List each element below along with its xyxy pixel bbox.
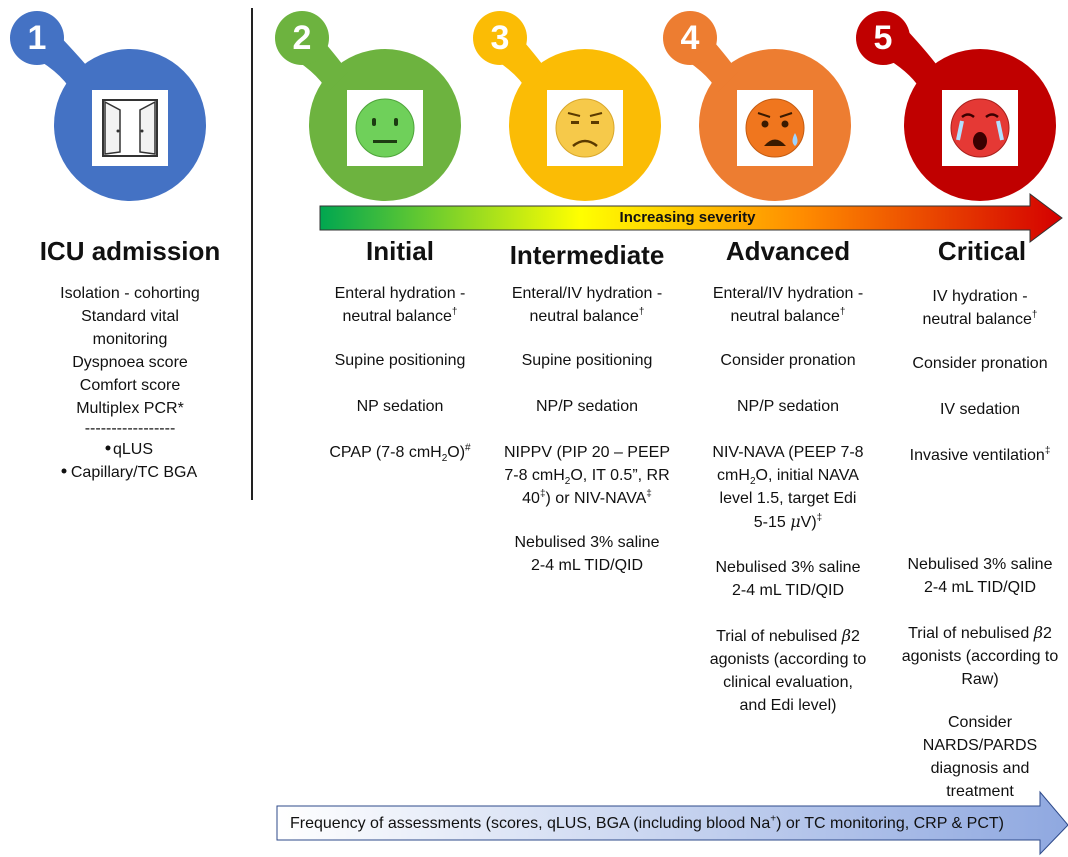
advanced-nebulised: Nebulised 3% saline 2-4 mL TID/QID bbox=[715, 559, 861, 599]
admission-item: Isolation - cohorting bbox=[60, 285, 200, 302]
initial-sedation: NP sedation bbox=[356, 398, 444, 415]
admission-bullet-qlus: qLUS bbox=[112, 441, 154, 458]
stage-2-number: 2 bbox=[292, 19, 312, 57]
door-icon bbox=[102, 99, 158, 157]
intermediate-sedation: NP/P sedation bbox=[536, 398, 638, 415]
critical-positioning: Consider pronation bbox=[912, 355, 1048, 372]
admission-item: Multiplex PCR* bbox=[76, 400, 184, 417]
intermediate-positioning: Supine positioning bbox=[521, 352, 653, 369]
crying-face-icon bbox=[950, 98, 1010, 158]
intermediate-ventilation: NIPPV (PIP 20 – PEEP 7-8 cmH2O, IT 0.5”,… bbox=[503, 444, 670, 507]
admission-separator: ----------------- bbox=[84, 420, 176, 437]
anxious-sweat-face-icon bbox=[745, 98, 805, 158]
section-divider bbox=[251, 8, 253, 500]
critical-nebulised: Nebulised 3% saline 2-4 mL TID/QID bbox=[907, 556, 1053, 596]
worried-face-icon bbox=[555, 98, 615, 158]
admission-item: Standard vital bbox=[81, 308, 179, 325]
advanced-ventilation: NIV-NAVA (PEEP 7-8 cmH2O, initial NAVA l… bbox=[712, 444, 864, 531]
assessment-frequency-label: Frequency of assessments (scores, qLUS, … bbox=[290, 813, 1004, 832]
severity-label: Increasing severity bbox=[619, 209, 756, 226]
admission-item: monitoring bbox=[92, 331, 168, 348]
admission-list: Isolation - cohorting Standard vital mon… bbox=[20, 282, 240, 484]
bullet-bga bbox=[61, 468, 67, 474]
critical-sedation: IV sedation bbox=[939, 401, 1021, 418]
critical-beta-agonists: Trial of nebulised β2 agonists (accordin… bbox=[901, 623, 1059, 688]
initial-column: Enteral hydration - neutral balance† Sup… bbox=[300, 282, 500, 464]
advanced-column: Enteral/IV hydration - neutral balance† … bbox=[688, 282, 888, 717]
stage-1-number: 1 bbox=[27, 19, 47, 57]
admission-bullet-bga: Capillary/TC BGA bbox=[70, 464, 198, 481]
stage-5-number: 5 bbox=[873, 19, 893, 57]
initial-cpap: CPAP (7-8 cmH2O)# bbox=[329, 442, 471, 465]
stage-5-title: Critical bbox=[937, 236, 1027, 266]
intermediate-nebulised: Nebulised 3% saline 2-4 mL TID/QID bbox=[514, 534, 660, 574]
stage-4-title: Advanced bbox=[725, 236, 851, 266]
assessment-arrow bbox=[276, 790, 1068, 856]
initial-hydration: Enteral hydration - neutral balance† bbox=[334, 285, 466, 325]
stage-1-title: ICU admission bbox=[39, 236, 221, 266]
admission-item: Comfort score bbox=[79, 377, 181, 394]
stage-2-title: Initial bbox=[366, 236, 434, 266]
admission-item: Dyspnoea score bbox=[72, 354, 188, 371]
advanced-positioning: Consider pronation bbox=[720, 352, 856, 369]
stage-3-number: 3 bbox=[490, 19, 510, 57]
advanced-sedation: NP/P sedation bbox=[737, 398, 839, 415]
critical-nards: Consider NARDS/PARDS diagnosis and treat… bbox=[922, 714, 1038, 800]
critical-column: IV hydration - neutral balance† Consider… bbox=[880, 285, 1068, 803]
bullet-qlus bbox=[105, 445, 111, 451]
severity-arrow bbox=[319, 193, 1063, 243]
critical-hydration: IV hydration - neutral balance† bbox=[922, 288, 1038, 328]
advanced-hydration: Enteral/IV hydration - neutral balance† bbox=[712, 285, 864, 325]
stage-4-number: 4 bbox=[680, 19, 700, 57]
neutral-face-icon bbox=[355, 98, 415, 158]
initial-positioning: Supine positioning bbox=[334, 352, 466, 369]
critical-ventilation: Invasive ventilation‡ bbox=[909, 445, 1051, 464]
advanced-beta-agonists: Trial of nebulised β2 agonists (accordin… bbox=[709, 626, 867, 714]
stage-3-title: Intermediate bbox=[509, 240, 665, 270]
intermediate-column: Enteral/IV hydration - neutral balance† … bbox=[487, 282, 687, 577]
intermediate-hydration: Enteral/IV hydration - neutral balance† bbox=[511, 285, 663, 325]
